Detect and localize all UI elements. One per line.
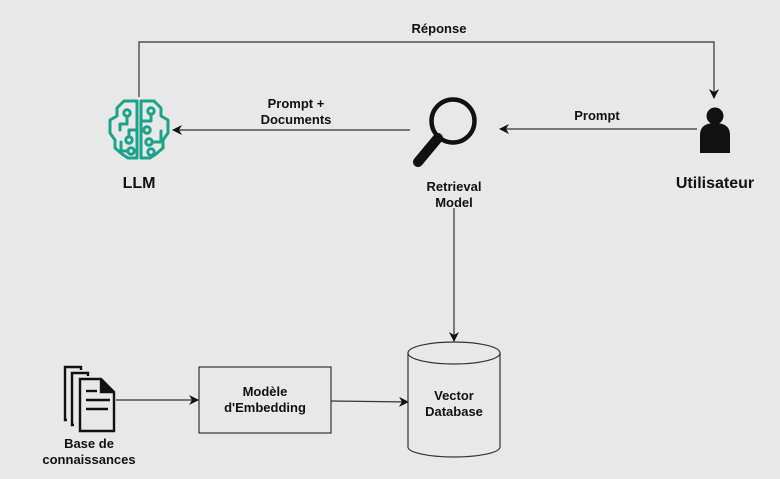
vector-db-cylinder <box>407 341 501 458</box>
knowledge-base-label-line1: Base de <box>64 436 114 451</box>
edge-response <box>138 41 719 99</box>
edge-label-prompt-documents-line2: Documents <box>260 112 332 127</box>
llm-label: LLM <box>122 175 156 192</box>
embedding-label-line2: d'Embedding <box>224 400 306 415</box>
embedding-label: Modèle d'Embedding <box>199 384 331 416</box>
edge-embedding-db <box>330 396 409 407</box>
vector-db-label: Vector Database <box>408 388 500 420</box>
user-label: Utilisateur <box>675 175 755 192</box>
retrieval-label-line2: Model <box>435 195 473 210</box>
brain-circuit-icon <box>108 99 170 160</box>
edge-label-prompt-documents-line1: Prompt + <box>267 96 325 111</box>
retrieval-label-line1: Retrieval <box>426 179 482 194</box>
magnifier-icon <box>413 97 477 167</box>
embedding-label-line1: Modèle <box>242 384 288 399</box>
retrieval-model-label: Retrieval Model <box>404 179 504 211</box>
edge-label-response: Réponse <box>411 21 467 36</box>
vector-db-label-line1: Vector <box>434 388 474 403</box>
edge-label-prompt: Prompt <box>574 108 620 123</box>
embedding-box <box>198 366 332 434</box>
knowledge-base-label-line2: connaissances <box>42 452 136 467</box>
knowledge-base-label: Base de connaissances <box>30 436 148 468</box>
vector-db-label-line2: Database <box>425 404 483 419</box>
edge-label-prompt-documents: Prompt + Documents <box>240 96 352 128</box>
user-icon <box>700 107 730 153</box>
documents-icon <box>63 365 116 433</box>
